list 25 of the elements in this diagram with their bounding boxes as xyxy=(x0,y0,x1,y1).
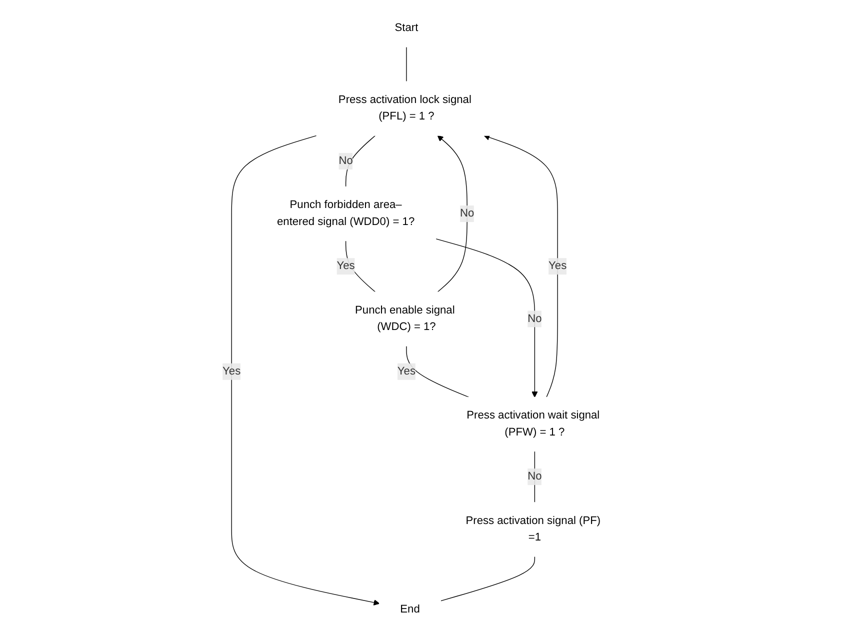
arrow xyxy=(438,135,468,292)
arrow xyxy=(484,134,558,398)
node-text: Press activation signal (PF) =1 xyxy=(466,514,601,544)
node-text: Punch enable signal (WDC) = 1? xyxy=(355,304,456,333)
edge-label: Yes xyxy=(222,365,241,378)
edge-label: No xyxy=(339,154,354,167)
connector xyxy=(406,46,408,82)
node-text: Press activation lock signal (PFL) = 1 ? xyxy=(338,94,472,122)
arrow xyxy=(232,135,380,606)
connector xyxy=(440,556,536,602)
edge-label: No xyxy=(528,470,542,482)
node-text: Punch forbidden area–entered signal (WDD0) = 1? xyxy=(277,199,415,228)
connector xyxy=(534,450,536,503)
edge-label: Yes xyxy=(398,365,416,378)
connector xyxy=(346,135,376,188)
node-text: Start xyxy=(395,22,419,34)
connector xyxy=(346,240,376,292)
node-text: End xyxy=(400,604,420,616)
edge-label: No xyxy=(528,312,542,325)
edge-label: Yes xyxy=(548,260,567,272)
node-text: Press activation wait signal (PFW) = 1 ? xyxy=(467,410,600,438)
edge-label: No xyxy=(460,208,475,220)
edge-label: Yes xyxy=(337,260,356,272)
connector xyxy=(406,346,470,398)
arrow xyxy=(436,238,538,398)
